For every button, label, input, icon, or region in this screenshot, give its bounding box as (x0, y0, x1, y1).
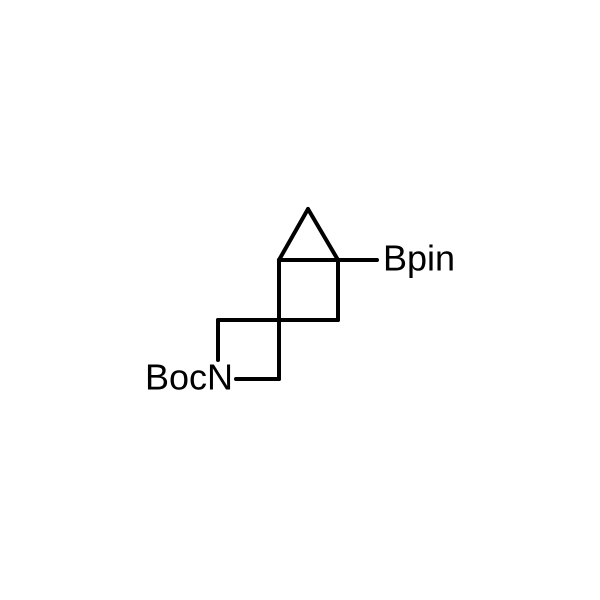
cyclopropane-ring (277, 207, 340, 262)
cyclobutane-ring (277, 258, 340, 322)
bond-cp-apex-left (277, 207, 310, 262)
bocn-label: BocN (145, 357, 233, 398)
azetidine-ring (216, 318, 281, 381)
bond-cp-apex-right (306, 207, 340, 262)
bpin-label: Bpin (383, 238, 455, 279)
